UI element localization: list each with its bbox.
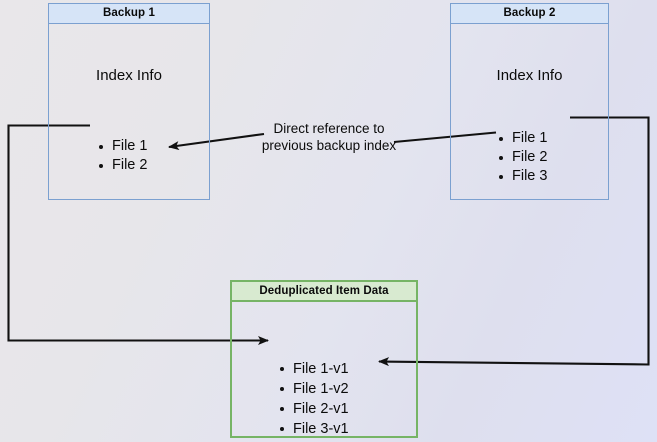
list-item: File 1-v1 <box>280 359 349 379</box>
list-item: File 1 <box>499 129 547 148</box>
dedup-header: Deduplicated Item Data <box>232 282 416 302</box>
dedup-body: File 1-v1 File 1-v2 File 2-v1 File 3-v1 <box>232 302 416 439</box>
backup2-index-label: Index Info <box>496 67 563 84</box>
caption-line-2: previous backup index <box>261 138 397 153</box>
backup1-header: Backup 1 <box>49 4 209 24</box>
list-item: File 2-v1 <box>280 399 349 419</box>
backup1-body: Index Info File 1 File 2 <box>49 24 209 199</box>
deduplicated-item-data-box[interactable]: Deduplicated Item Data File 1-v1 File 1-… <box>230 280 418 438</box>
backup1-file-list: File 1 File 2 <box>99 137 147 175</box>
dedup-item-list: File 1-v1 File 1-v2 File 2-v1 File 3-v1 <box>280 359 349 439</box>
list-item: File 2 <box>499 148 547 167</box>
backup2-file-list: File 1 File 2 File 3 <box>499 129 547 186</box>
backup1-index-label: Index Info <box>96 67 162 84</box>
caption-line-1: Direct reference to <box>273 121 385 136</box>
backup2-header: Backup 2 <box>451 4 608 24</box>
backup1-box[interactable]: Backup 1 Index Info File 1 File 2 <box>48 3 210 200</box>
backup2-box[interactable]: Backup 2 Index Info File 1 File 2 File 3 <box>450 3 609 200</box>
list-item: File 3-v1 <box>280 419 349 439</box>
list-item: File 3 <box>499 167 547 186</box>
list-item: File 2 <box>99 156 147 175</box>
list-item: File 1-v2 <box>280 379 349 399</box>
direct-reference-caption: Direct reference to previous backup inde… <box>244 120 414 154</box>
list-item: File 1 <box>99 137 147 156</box>
backup2-body: Index Info File 1 File 2 File 3 <box>451 24 608 199</box>
